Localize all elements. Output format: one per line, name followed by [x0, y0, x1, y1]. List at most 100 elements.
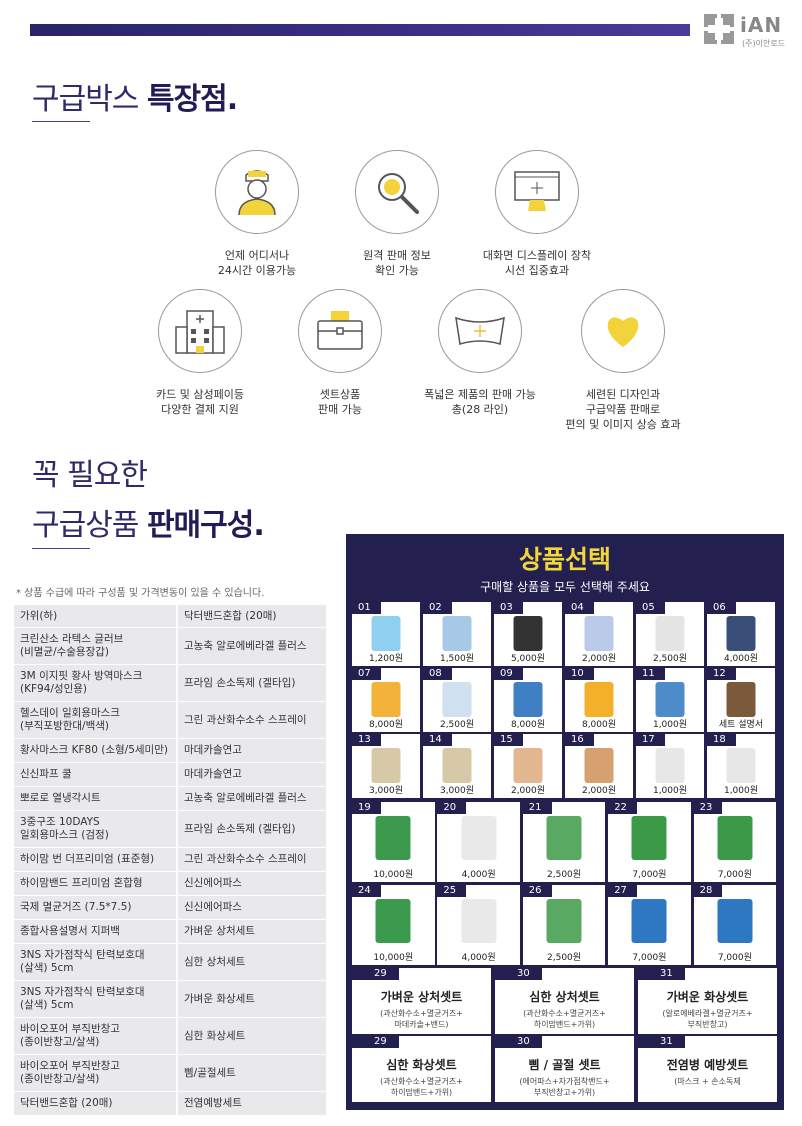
set-number: 29: [352, 968, 399, 980]
tile-price: 4,000원: [461, 870, 496, 880]
monitor-icon: [514, 171, 560, 211]
set-description-line: (과산화수소+멸균거즈+: [380, 1009, 463, 1018]
table-cell-right: 닥터밴드혼합 (20매): [178, 605, 326, 627]
product-tile[interactable]: 09 8,000원: [494, 668, 562, 732]
table-cell-left: 3NS 자가점착식 탄력보호대 (살색) 5cm: [14, 944, 178, 980]
tile-price: 10,000원: [373, 953, 414, 963]
table-cell-left: 하이맘 번 더프리미엄 (표준형): [14, 848, 178, 871]
feature-line: 확인 가능: [375, 264, 419, 277]
table-cell-right: 마데카솔연고: [178, 763, 326, 786]
tile-number: 15: [494, 734, 523, 746]
set-description: (에어파스+자가점착밴드+부직반창고+가위): [495, 1076, 634, 1098]
tile-number: 09: [494, 668, 523, 680]
tile-number: 11: [636, 668, 665, 680]
product-image: [584, 682, 614, 717]
feature-line: 구급약품 판매로: [585, 403, 661, 416]
table-cell-left: 3중구조 10DAYS 일회용마스크 (검정): [14, 811, 178, 847]
table-cell-left: 크린산소 라텍스 글러브 (비멸균/수술용장갑): [14, 628, 178, 664]
set-number: 29: [352, 1036, 399, 1048]
logo-subtitle: (주)이안로드: [742, 39, 786, 48]
tile-number: 19: [352, 802, 381, 814]
product-image: [584, 616, 614, 651]
feature-line: 판매 가능: [318, 403, 362, 416]
tile-number: 28: [693, 885, 723, 897]
panel-title: 상품선택: [518, 545, 611, 574]
table-cell-left: 바이오포어 부직반창고 (종이반창고/살색): [14, 1055, 178, 1091]
product-tile[interactable]: 24 10,000원: [352, 885, 435, 965]
set-name: 전염병 예방셋트: [666, 1058, 749, 1072]
tile-number: 24: [352, 885, 381, 897]
set-description-line: (마스크 + 손소독제: [674, 1077, 741, 1086]
set-description-line: (알로에베라겔+멸균거즈+: [662, 1009, 753, 1018]
heading-products-line2: 구급상품 판매구성.: [32, 500, 265, 544]
product-image: [584, 748, 614, 783]
tile-number: 27: [608, 885, 637, 897]
table-row: 3중구조 10DAYS 일회용마스크 (검정)프라임 손소독제 (겔타입): [14, 811, 326, 848]
tile-price: 2,000원: [581, 786, 617, 796]
product-image: [655, 616, 685, 651]
table-cell-right: 그린 과산화수소수 스프레이: [178, 848, 326, 871]
heading-features-normal: 구급박스: [32, 82, 147, 117]
product-tile[interactable]: 20 4,000원: [437, 802, 520, 882]
logo-mark-icon: [704, 14, 734, 44]
tile-price: 1,000원: [652, 720, 688, 730]
feature-line: 언제 어디서나: [224, 249, 290, 262]
table-cell-right: 신신에어파스: [178, 872, 326, 895]
feature-circle: [158, 289, 242, 373]
set-name: 가벼운 화상셋트: [666, 990, 749, 1004]
product-image: [631, 899, 667, 943]
tile-number: 20: [437, 802, 467, 814]
tile-price: 2,000원: [510, 786, 546, 796]
product-image: [726, 682, 756, 717]
tile-price: 8,000원: [510, 720, 546, 730]
nurse-icon: [238, 170, 276, 216]
tile-price: 10,000원: [373, 870, 414, 880]
tile-price: 8,000원: [368, 720, 404, 730]
product-tile[interactable]: 11 1,000원: [636, 668, 704, 732]
tile-number: 06: [707, 602, 736, 614]
product-image: [513, 616, 543, 651]
table-cell-left: 바이오포어 부직반창고 (종이반창고/살색): [14, 1018, 178, 1054]
tile-price: 5,000원: [510, 654, 546, 664]
heart-icon: [607, 317, 639, 347]
tile-number: 22: [608, 802, 637, 814]
table-row: 닥터밴드혼합 (20매)전염예방세트: [14, 1092, 326, 1116]
product-tile[interactable]: 15 2,000원: [494, 734, 562, 798]
product-image: [513, 748, 543, 783]
product-tile[interactable]: 19 10,000원: [352, 802, 435, 882]
tile-number: 08: [423, 668, 452, 680]
